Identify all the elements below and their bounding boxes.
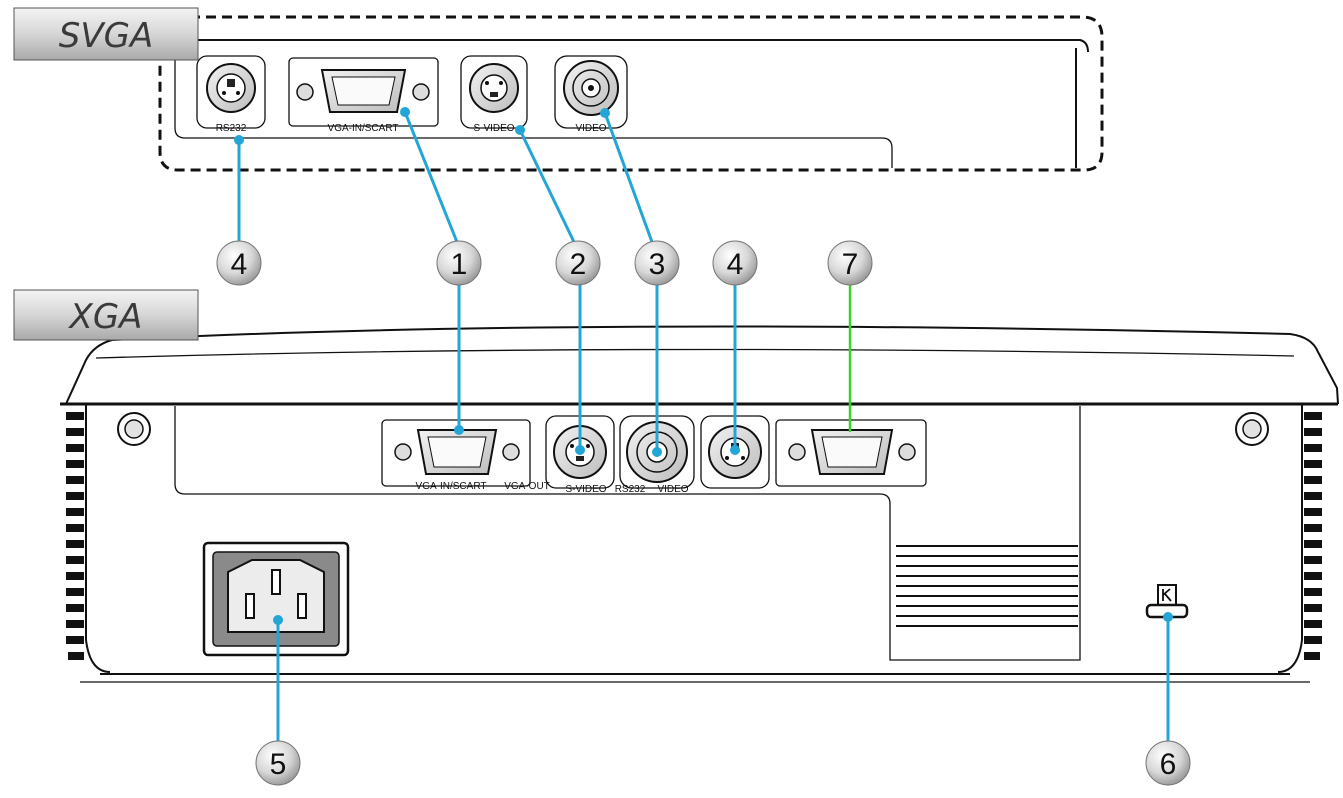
xga-tag-label: XGA [68, 297, 143, 337]
callout-7: 7 [827, 240, 873, 286]
xga-vga-in-scart-label: VGA-IN/SCART [416, 481, 487, 492]
callout-4-top: 4 [216, 240, 262, 286]
svga-video-port [554, 55, 628, 129]
svga-rs232-port [196, 55, 266, 129]
xga-vga-in-scart-port [381, 419, 531, 487]
callout-2-number: 2 [570, 248, 587, 281]
svga-video-label: VIDEO [575, 123, 606, 134]
callout-4: 4 [712, 240, 758, 286]
xga-video-label: VIDEO [657, 484, 688, 495]
xga-right-screw [1235, 412, 1269, 446]
callout-2: 2 [555, 240, 601, 286]
xga-projector-body: VGA-IN/SCART VGA-OUT S-VIDEO RS232 VIDEO [60, 325, 1339, 683]
svga-tag: SVGA [13, 7, 199, 61]
leader-dot [730, 445, 740, 455]
leader-dot [454, 425, 464, 435]
callout-6-number: 6 [1160, 748, 1177, 781]
leader-svga-video [603, 112, 654, 243]
xga-left-vents [66, 412, 84, 660]
leader-lines [234, 107, 1173, 742]
xga-band-line [95, 348, 1295, 359]
callout-1-number: 1 [451, 248, 468, 281]
leader-dot [515, 125, 525, 135]
xga-connector-panel [174, 406, 1081, 661]
svga-dashed-border [158, 15, 1104, 172]
callout-4-number: 4 [727, 248, 744, 281]
xga-top-outline [199, 325, 1339, 405]
leader-dot [273, 615, 283, 625]
xga-vga-out-port [775, 419, 927, 487]
leader-dot [652, 447, 662, 457]
callout-5: 5 [255, 740, 301, 786]
svga-tag-label: SVGA [59, 16, 153, 56]
xga-vga-out-label: VGA-OUT [504, 481, 550, 492]
callout-5-number: 5 [270, 748, 287, 781]
xga-left-wall [85, 404, 111, 673]
svga-panel-outline [174, 55, 893, 168]
leader-svga-vga [403, 111, 459, 243]
leader-dot [600, 108, 610, 118]
xga-s-video-label: S-VIDEO [565, 484, 606, 495]
callout-3-number: 3 [649, 248, 666, 281]
svga-s-video-port [460, 55, 528, 129]
power-socket [202, 541, 350, 657]
callout-1: 1 [436, 240, 482, 286]
callout-3: 3 [634, 240, 680, 286]
xga-left-screw [117, 412, 151, 446]
svga-rs232-label: RS232 [216, 123, 247, 134]
leader-dot [575, 445, 585, 455]
xga-tag: XGA [13, 289, 199, 341]
xga-right-wall [1277, 404, 1303, 673]
svga-vga-in-scart-port [288, 57, 439, 127]
xga-left-shoulder [65, 335, 201, 405]
svga-s-video-label: S-VIDEO [473, 123, 514, 134]
svga-vga-in-scart-label: VGA-IN/SCART [328, 123, 399, 134]
xga-fan-grille [896, 545, 1078, 627]
xga-right-vents [1304, 412, 1322, 660]
leader-dot [1163, 612, 1173, 622]
callout-7-number: 7 [842, 248, 859, 281]
callout-4-top-number: 4 [231, 248, 248, 281]
leader-dot [234, 135, 244, 145]
svga-inset: RS232 VGA-IN/SCART S-VIDEO VIDEO [158, 15, 1104, 172]
callout-6: 6 [1145, 740, 1191, 786]
svga-body-top-edge [196, 39, 1089, 53]
xga-rs232-label: RS232 [615, 484, 646, 495]
leader-svga-s-video [518, 129, 576, 243]
leader-dot [400, 107, 410, 117]
